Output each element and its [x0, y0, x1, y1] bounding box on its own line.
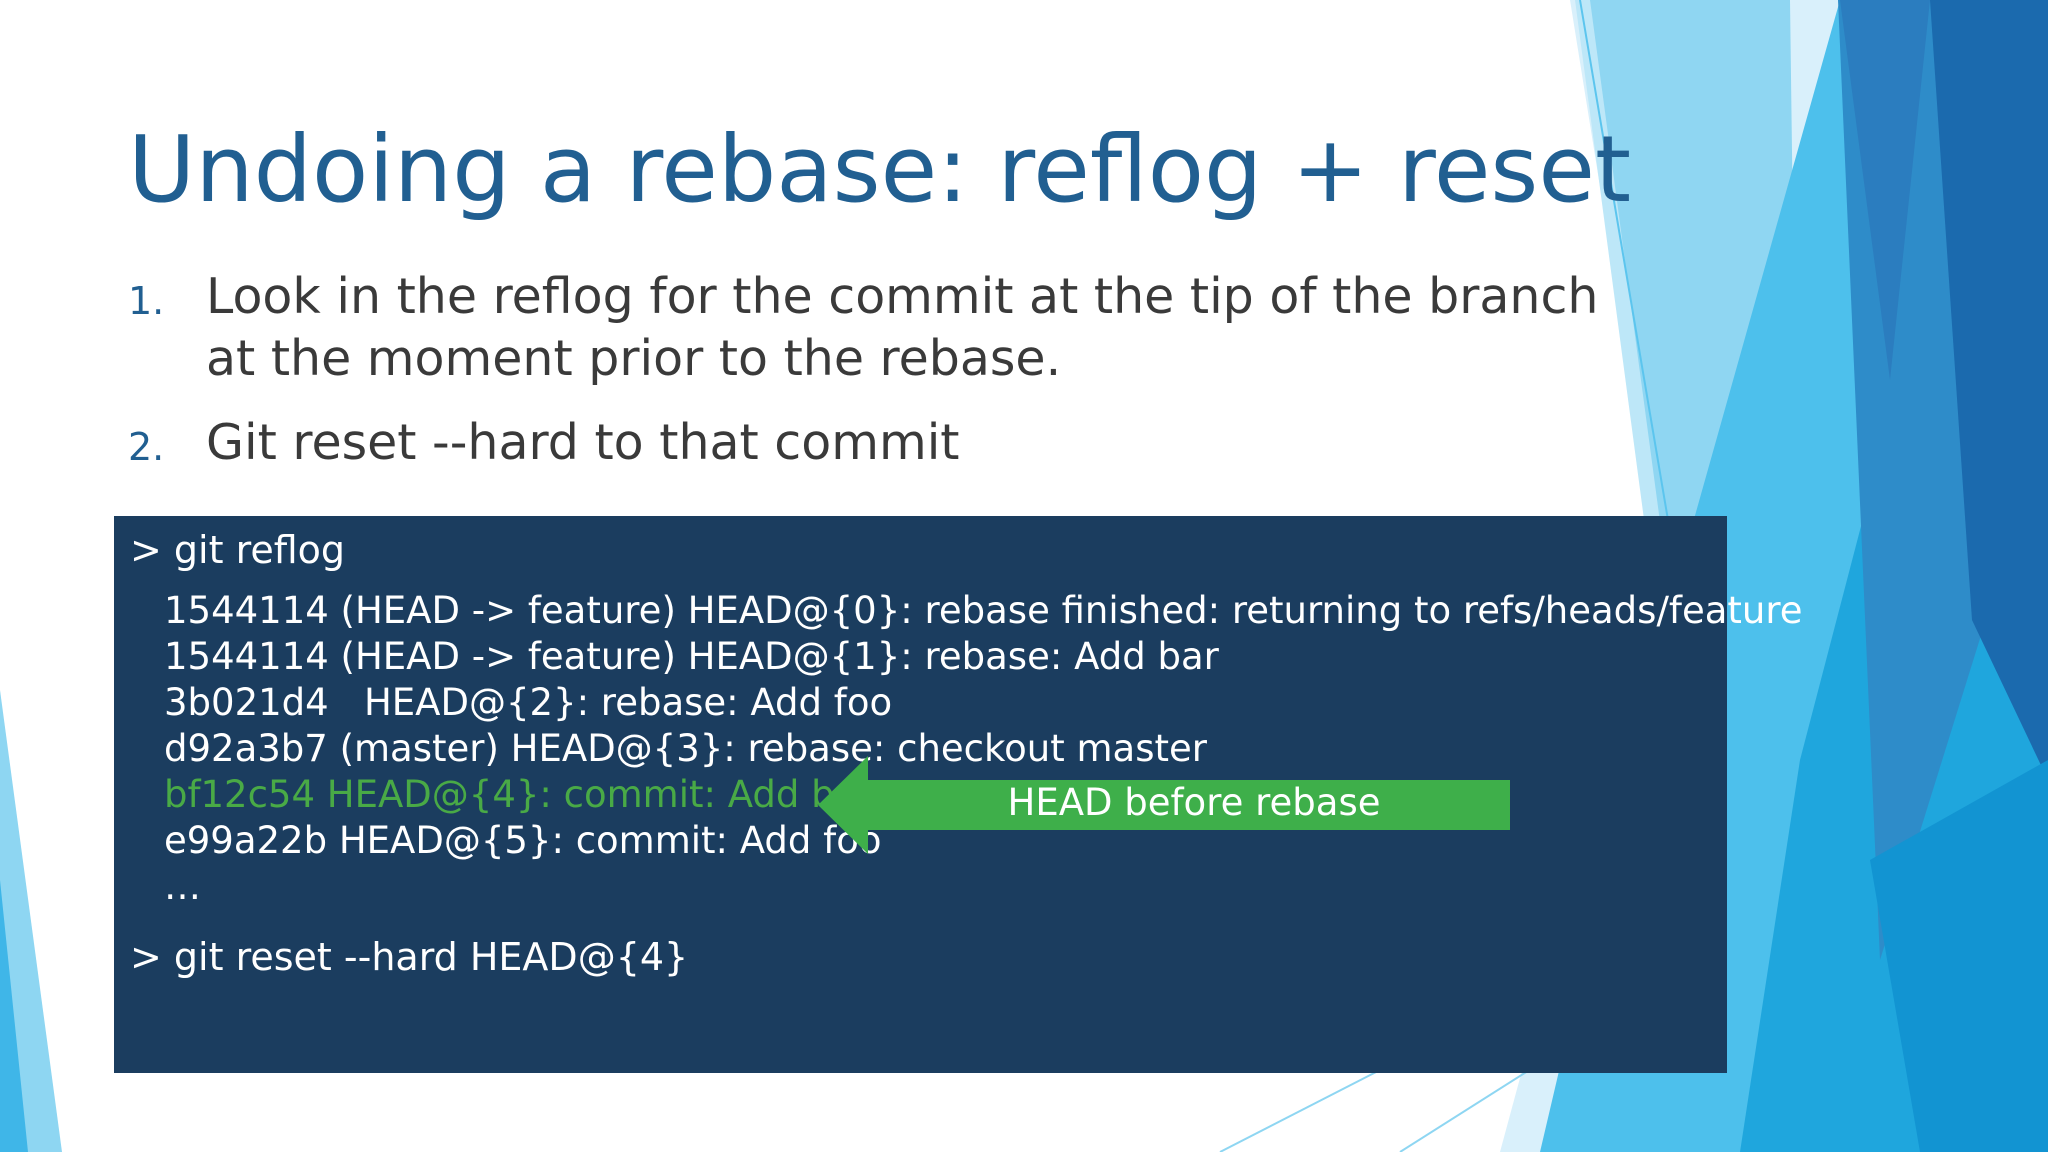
right-decoration-shape: [1930, 0, 2048, 780]
right-decoration-shape: [1840, 0, 1930, 380]
reflog-line: 1544114 (HEAD -> feature) HEAD@{1}: reba…: [164, 635, 1219, 678]
callout-label: HEAD before rebase: [1007, 781, 1381, 824]
accent-line: [1219, 1069, 1381, 1152]
reflog-ellipsis: …: [164, 865, 201, 908]
reflog-line: 1544114 (HEAD -> feature) HEAD@{0}: reba…: [164, 589, 1803, 632]
step-number: 1.: [128, 279, 165, 323]
step-number: 2.: [128, 425, 165, 469]
reflog-line-highlighted: bf12c54 HEAD@{4}: commit: Add bar: [164, 773, 873, 816]
terminal-command-reflog: > git reflog: [130, 528, 346, 572]
terminal-command-reset: > git reset --hard HEAD@{4}: [130, 935, 689, 979]
step-text: Look in the reflog for the commit at the…: [206, 268, 1599, 387]
steps-list: 1. Look in the reflog for the commit at …: [128, 266, 1608, 474]
left-decoration-shape: [0, 880, 28, 1152]
step-item: 2. Git reset --hard to that commit: [128, 412, 1608, 474]
reflog-line: 3b021d4 HEAD@{2}: rebase: Add foo: [164, 681, 893, 724]
step-text: Git reset --hard to that commit: [206, 414, 960, 471]
right-decoration-shape: [1870, 760, 2048, 1152]
reflog-output: 1544114 (HEAD -> feature) HEAD@{0}: reba…: [164, 588, 1803, 910]
slide-title: Undoing a rebase: reflog + reset: [128, 116, 1632, 223]
reflog-line: e99a22b HEAD@{5}: commit: Add foo: [164, 819, 882, 862]
accent-line: [1579, 0, 1669, 521]
step-item: 1. Look in the reflog for the commit at …: [128, 266, 1608, 390]
left-arrow-icon: [818, 756, 1510, 854]
